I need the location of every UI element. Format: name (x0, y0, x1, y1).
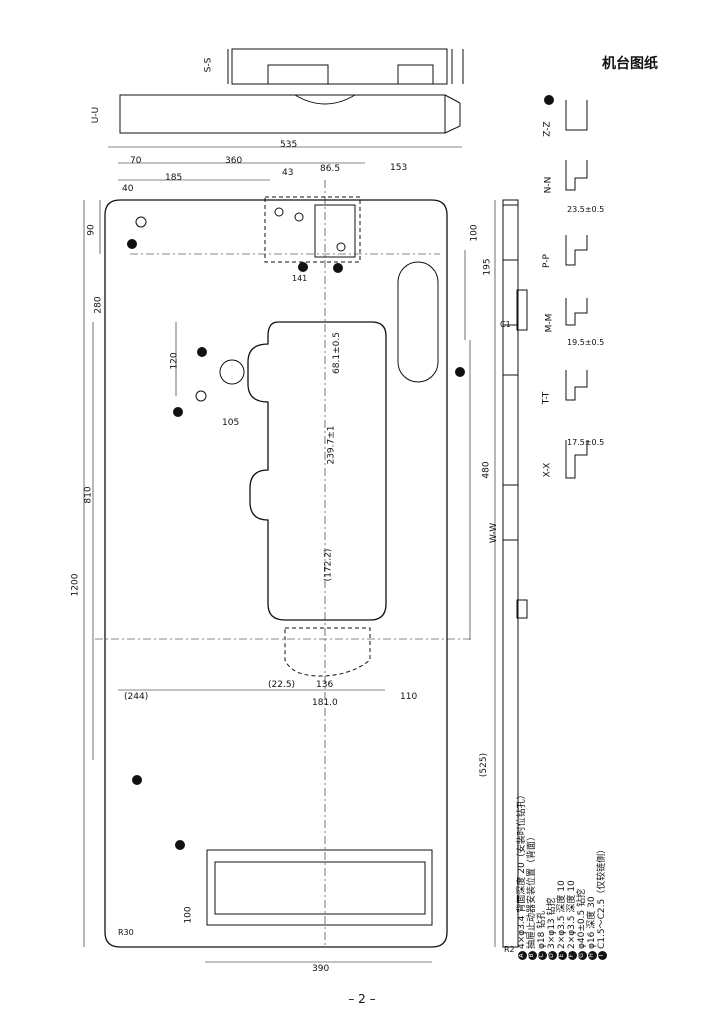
dim-105: 105 (222, 418, 240, 428)
dim-100b: 100 (183, 906, 194, 924)
dim-280: 280 (93, 296, 104, 314)
dim-22-5: (22.5) (268, 680, 296, 690)
badge-icon: B (527, 951, 537, 960)
dim-239: 239.7±1 (326, 425, 337, 465)
dim-185: 185 (165, 173, 183, 183)
label-ss: S-S (203, 57, 214, 73)
label-c1: C1 (500, 320, 511, 329)
section-profiles (565, 100, 588, 479)
dim-141: 141 (292, 274, 308, 283)
dim-17-5: 17.5±0.5 (567, 438, 605, 447)
dim-19-5: 19.5±0.5 (567, 338, 605, 347)
dim-535: 535 (280, 140, 298, 150)
dim-1200: 1200 (70, 573, 81, 597)
dim-70: 70 (130, 156, 142, 166)
dim-100: 100 (469, 224, 480, 242)
dim-23-5: 23.5±0.5 (567, 205, 605, 214)
dim-810: 810 (83, 486, 94, 504)
page-number: – 2 – (348, 992, 376, 1006)
lower-pocket (284, 627, 371, 677)
badge-icon: A (517, 951, 527, 960)
dim-360: 360 (225, 156, 243, 166)
label-mm: M-M (544, 313, 555, 333)
label-r30: R30 (118, 928, 134, 937)
dim-480: 480 (481, 461, 492, 479)
drawer-outer (206, 849, 433, 926)
label-r2: R2 (504, 945, 515, 954)
badge-icon: H (587, 951, 597, 960)
label-uu: U-U (91, 106, 102, 124)
badge-icon: G (577, 951, 587, 960)
drawer-inner (214, 861, 426, 915)
table-outline (104, 199, 448, 948)
label-ww: W-W (489, 522, 500, 544)
badge-icon: F (567, 951, 577, 960)
section-ss (227, 48, 464, 85)
badge-icon: D (547, 951, 557, 960)
dim-153: 153 (390, 163, 408, 173)
dim-68: 68.1±0.5 (331, 332, 342, 374)
dim-390: 390 (312, 964, 330, 974)
badge-icon: E (557, 951, 567, 960)
label-zz: Z-Z (542, 121, 553, 137)
hinge-plate-area (264, 196, 361, 263)
dim-86-5: 86.5 (320, 164, 341, 174)
hole-c (219, 359, 245, 385)
machine-bed-cutout (247, 321, 387, 621)
label-xx: X-X (542, 462, 553, 478)
right-slot (397, 261, 439, 383)
label-pp: P-P (541, 254, 552, 268)
section-uu (119, 94, 461, 134)
dim-181: 181.0 (312, 698, 338, 708)
label-nn: N-N (543, 176, 554, 194)
dim-120: 120 (169, 352, 180, 370)
badge-icon: C (537, 951, 547, 960)
dim-136: 136 (316, 680, 334, 690)
dim-90: 90 (86, 224, 97, 236)
badge-icon: I (597, 951, 607, 960)
label-tt: T-T (541, 391, 552, 405)
dim-43: 43 (282, 168, 294, 178)
dim-172: (172.2) (323, 548, 334, 582)
page-title: 机台图纸 (602, 56, 658, 72)
dim-110: 110 (400, 692, 418, 702)
dim-525: (525) (479, 752, 490, 778)
dim-244: (244) (124, 692, 149, 702)
dim-195: 195 (482, 258, 493, 276)
dim-40: 40 (122, 184, 134, 194)
right-profile (502, 199, 528, 948)
